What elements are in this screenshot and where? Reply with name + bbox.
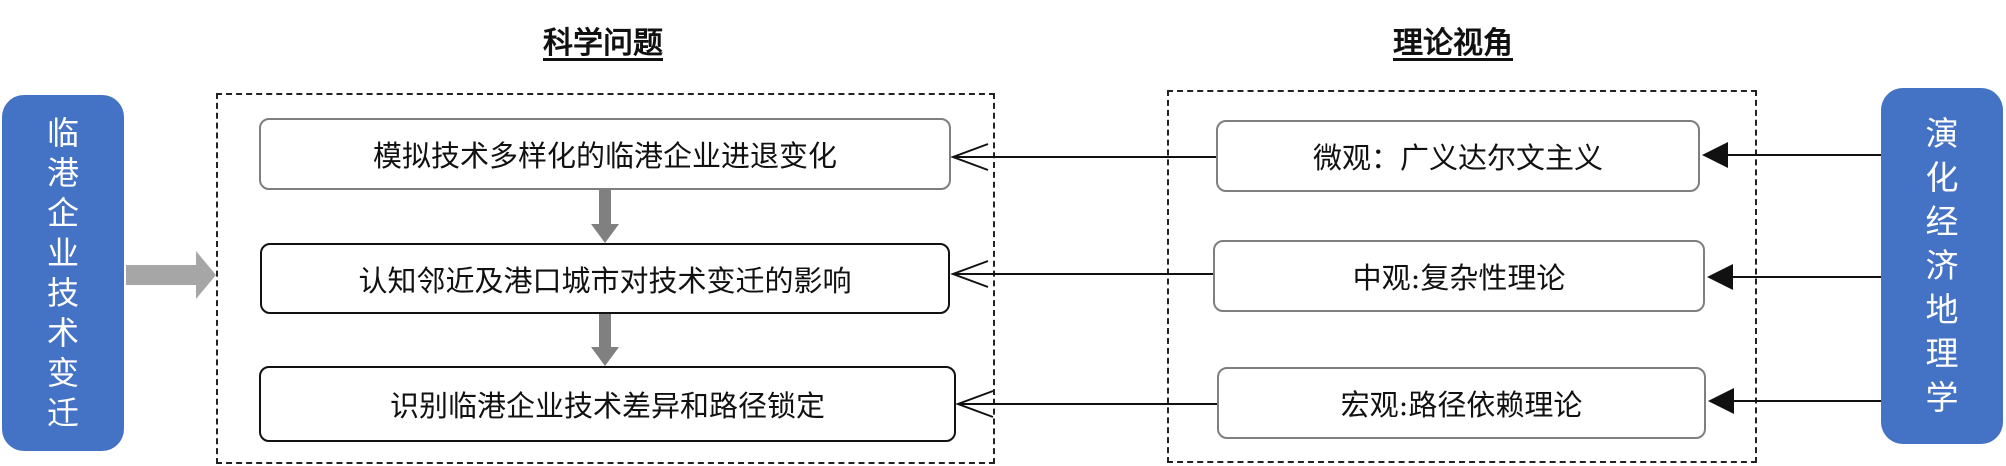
right-side-char: 化: [1925, 158, 1959, 197]
theory-label: 微观：广义达尔文主义: [1312, 141, 1603, 175]
science-question-label: 识别临港企业技术差异和路径锁定: [389, 389, 825, 423]
right-side-char: 济: [1925, 246, 1959, 285]
science-question-label: 模拟技术多样化的临港企业进退变化: [372, 139, 837, 173]
right-side-char: 学: [1925, 378, 1959, 417]
science-question-node-2: 认知邻近及港口城市对技术变迁的影响: [260, 243, 950, 314]
left-side-char: 企: [46, 194, 79, 232]
theory-node-micro: 微观：广义达尔文主义: [1216, 120, 1700, 192]
left-side-box: 临 港 企 业 技 术 变 迁: [2, 95, 124, 451]
theory-node-macro: 宏观:路径依赖理论: [1217, 367, 1706, 439]
right-side-char: 经: [1925, 202, 1959, 241]
left-side-char: 港: [46, 154, 79, 192]
left-side-char: 临: [46, 114, 79, 152]
heading-theory-perspectives: 理论视角: [1393, 26, 1513, 61]
right-side-char: 地: [1925, 290, 1959, 329]
heading-science-questions: 科学问题: [543, 26, 663, 61]
science-question-node-3: 识别临港企业技术差异和路径锁定: [259, 366, 956, 442]
right-side-char: 理: [1925, 334, 1959, 373]
left-side-char: 迁: [46, 394, 79, 432]
left-side-char: 技: [46, 274, 79, 312]
science-question-label: 认知邻近及港口城市对技术变迁的影响: [358, 263, 852, 298]
block-arrow-right: [126, 251, 216, 299]
theory-label: 宏观:路径依赖理论: [1340, 388, 1583, 422]
science-questions-group: [216, 93, 995, 464]
theory-node-meso: 中观:复杂性理论: [1213, 240, 1705, 312]
left-side-char: 业: [46, 234, 79, 272]
right-side-char: 演: [1925, 114, 1959, 153]
right-side-box: 演 化 经 济 地 理 学: [1881, 88, 2003, 444]
theory-label: 中观:复杂性理论: [1352, 261, 1566, 295]
science-question-node-1: 模拟技术多样化的临港企业进退变化: [259, 118, 951, 190]
left-side-char: 变: [46, 354, 79, 392]
left-side-char: 术: [46, 314, 79, 352]
